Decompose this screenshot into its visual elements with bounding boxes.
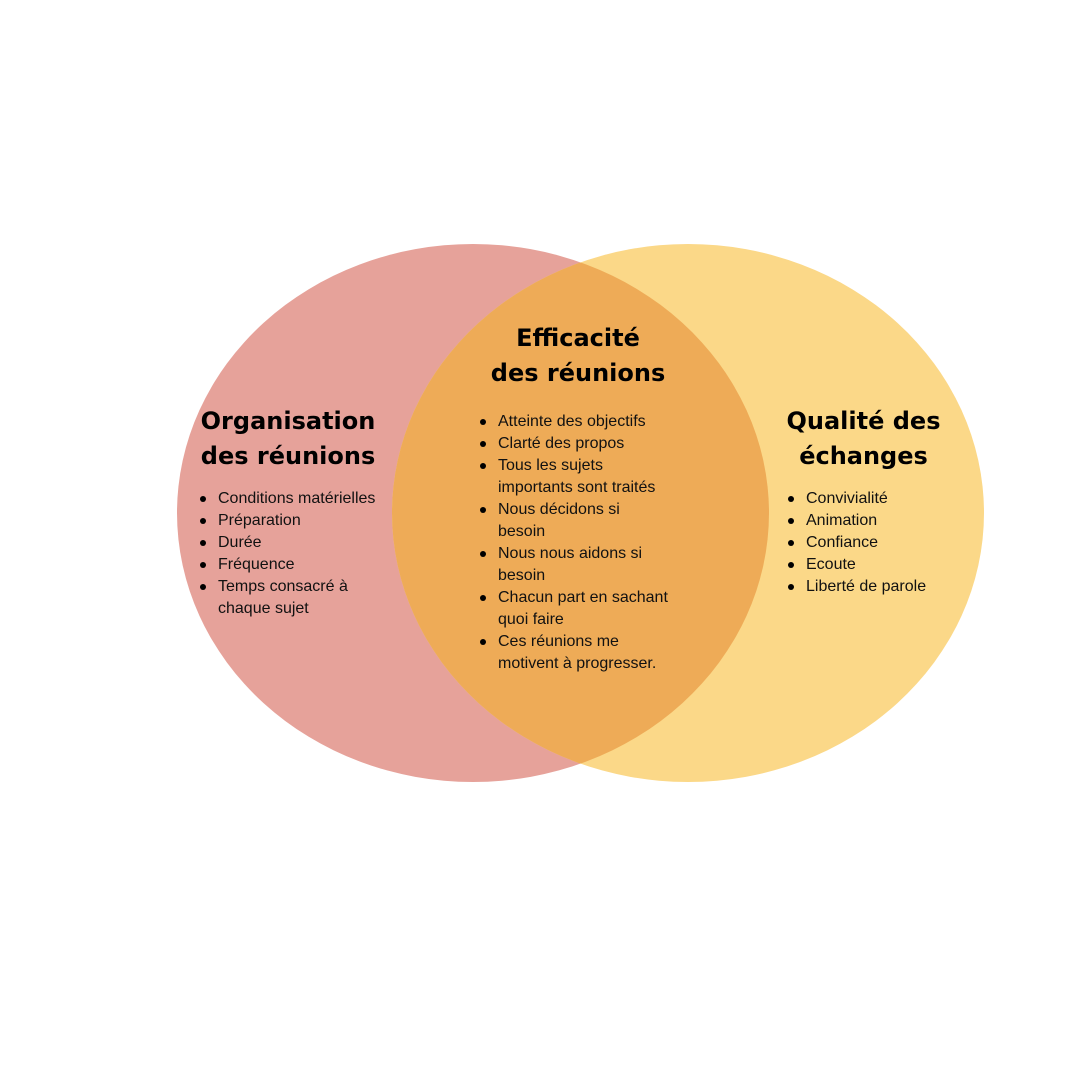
list-item: Convivialité — [786, 488, 961, 510]
qualite-title-line1: Qualité des — [786, 407, 941, 435]
qualite-title-line2: échanges — [799, 442, 928, 470]
list-item: Ecoute — [786, 554, 961, 576]
efficacite-title-line1: Efficacité — [516, 324, 640, 352]
overlap-region — [392, 244, 769, 782]
list-item: Conditions matérielles — [198, 488, 398, 510]
list-item: Animation — [786, 510, 961, 532]
list-item: Préparation — [198, 510, 398, 532]
qualite-list: Convivialité Animation Confiance Ecoute … — [786, 488, 961, 598]
organisation-title-line1: Organisation — [200, 407, 376, 435]
organisation-section: Organisation des réunions Conditions mat… — [198, 404, 398, 620]
list-item: Temps consacré à chaque sujet — [198, 576, 368, 620]
qualite-section: Qualité des échanges Convivialité Animat… — [786, 404, 961, 598]
organisation-list: Conditions matérielles Préparation Durée… — [198, 488, 398, 620]
list-item: Clarté des propos — [478, 433, 678, 455]
organisation-title: Organisation des réunions — [198, 404, 378, 474]
list-item: Liberté de parole — [786, 576, 961, 598]
list-item: Durée — [198, 532, 398, 554]
list-item: Nous décidons si besoin — [478, 499, 648, 543]
list-item: Confiance — [786, 532, 961, 554]
list-item: Fréquence — [198, 554, 398, 576]
list-item: Tous les sujets importants sont traités — [478, 455, 678, 499]
efficacite-title-line2: des réunions — [490, 359, 666, 387]
organisation-title-line2: des réunions — [200, 442, 376, 470]
efficacite-title: Efficacité des réunions — [478, 321, 678, 391]
qualite-title: Qualité des échanges — [786, 404, 941, 474]
list-item: Chacun part en sachant quoi faire — [478, 587, 683, 631]
list-item: Atteinte des objectifs — [478, 411, 678, 433]
efficacite-section: Efficacité des réunions Atteinte des obj… — [478, 321, 683, 675]
list-item: Ces réunions me motivent à progresser. — [478, 631, 678, 675]
efficacite-list: Atteinte des objectifs Clarté des propos… — [478, 411, 678, 675]
list-item: Nous nous aidons si besoin — [478, 543, 663, 587]
